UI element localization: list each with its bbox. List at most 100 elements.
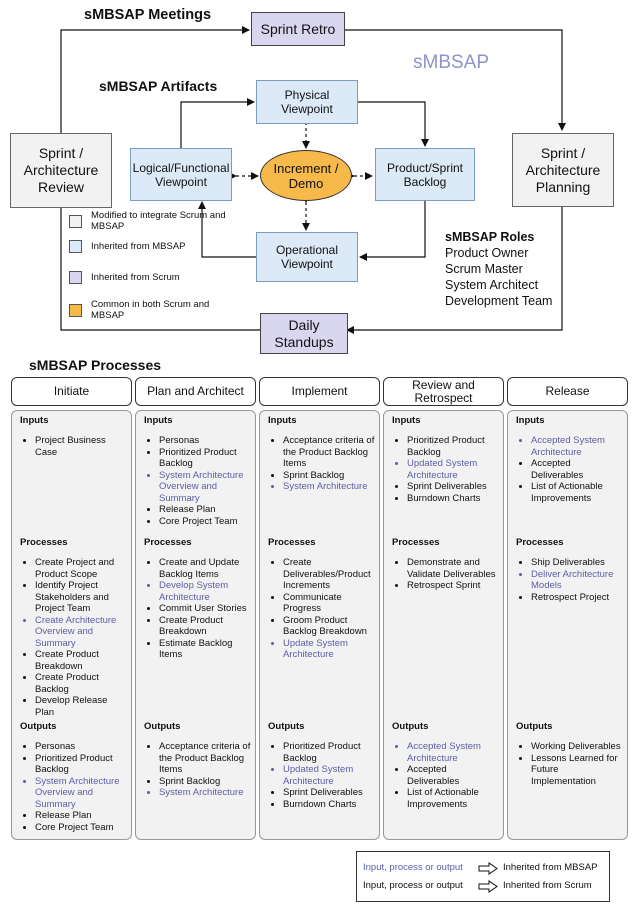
- list-item: Prioritized Product Backlog: [407, 435, 499, 458]
- key-label-scrum: Inherited from Scrum: [503, 880, 592, 891]
- list-item: System Architecture: [159, 787, 251, 799]
- item-list: Ship DeliverablesDeliver Architecture Mo…: [512, 557, 623, 603]
- section-title: Inputs: [268, 415, 297, 426]
- list-item: Prioritized Product Backlog: [283, 741, 375, 764]
- section-inputs: InputsPersonasPrioritized Product Backlo…: [136, 415, 255, 527]
- increment-demo-ellipse: Increment / Demo: [260, 150, 352, 201]
- role-item: Product Owner: [445, 246, 529, 260]
- list-item: Release Plan: [159, 504, 251, 516]
- list-item: Develop Release Plan: [35, 695, 127, 718]
- arrow-backlog-to-operational: [359, 200, 426, 261]
- key-box: Input, process or output Inherited from …: [356, 851, 610, 902]
- arrow-operational-to-logical: [198, 201, 256, 258]
- legend-label: Inherited from Scrum: [91, 272, 180, 283]
- list-item: Create Product Breakdown: [35, 649, 127, 672]
- list-item: Create Architecture Overview and Summary: [35, 615, 127, 650]
- section-title: Processes: [516, 537, 564, 548]
- key-arrows: [478, 862, 498, 893]
- legend-swatch: [69, 214, 82, 228]
- list-item: Retrospect Project: [531, 592, 623, 604]
- list-item: Burndown Charts: [283, 799, 375, 811]
- roles-block: sMBSAP Roles Product Owner Scrum Master …: [445, 229, 552, 309]
- legend-item: Inherited from Scrum: [69, 271, 229, 284]
- section-title: Outputs: [392, 721, 429, 732]
- legend-item: Modified to integrate Scrum and MBSAP: [69, 210, 229, 232]
- logical-viewpoint-box: Logical/Functional Viewpoint: [130, 148, 232, 201]
- key-text-scrum: Input, process or output: [363, 880, 463, 891]
- phase-header: Review and Retrospect: [383, 377, 504, 406]
- phase-header: Release: [507, 377, 628, 406]
- list-item: Personas: [159, 435, 251, 447]
- list-item: System Architecture: [283, 481, 375, 493]
- item-list: Prioritized Product BacklogUpdated Syste…: [388, 435, 499, 504]
- arrow-physical-to-backlog: [358, 101, 429, 147]
- item-list: Accepted System ArchitectureAccepted Del…: [512, 435, 623, 504]
- list-item: Core Project Team: [159, 516, 251, 528]
- item-list: Prioritized Product BacklogUpdated Syste…: [264, 741, 375, 810]
- phase-header: Plan and Architect: [135, 377, 256, 406]
- section-title: Inputs: [392, 415, 421, 426]
- section-outputs: OutputsPersonasPrioritized Product Backl…: [12, 721, 131, 833]
- legend-item: Common in both Scrum and MBSAP: [69, 299, 229, 321]
- section-title: Outputs: [268, 721, 305, 732]
- list-item: Communicate Progress: [283, 592, 375, 615]
- operational-viewpoint-box: Operational Viewpoint: [256, 232, 358, 282]
- list-item: Prioritized Product Backlog: [159, 447, 251, 470]
- list-item: Develop System Architecture: [159, 580, 251, 603]
- section-processes: ProcessesCreate and Update Backlog Items…: [136, 537, 255, 661]
- role-item: System Architect: [445, 278, 539, 292]
- diagram-connectors: [57, 26, 566, 334]
- section-outputs: OutputsWorking DeliverablesLessons Learn…: [508, 721, 627, 787]
- sprint-retro-box: Sprint Retro: [251, 12, 345, 46]
- sprint-planning-box: Sprint / Architecture Planning: [512, 133, 614, 207]
- section-inputs: InputsAcceptance criteria of the Product…: [260, 415, 379, 493]
- list-item: Update System Architecture: [283, 638, 375, 661]
- list-item: Groom Product Backlog Breakdown: [283, 615, 375, 638]
- item-list: PersonasPrioritized Product BacklogSyste…: [16, 741, 127, 833]
- legend-label: Inherited from MBSAP: [91, 241, 186, 252]
- list-item: Identify Project Stakeholders and Projec…: [35, 580, 127, 615]
- item-list: Demonstrate and Validate DeliverablesRet…: [388, 557, 499, 592]
- list-item: Acceptance criteria of the Product Backl…: [159, 741, 251, 776]
- section-title: Processes: [392, 537, 440, 548]
- list-item: Demonstrate and Validate Deliverables: [407, 557, 499, 580]
- section-title: Processes: [144, 537, 192, 548]
- legend-label: Common in both Scrum and MBSAP: [91, 299, 210, 321]
- section-title: Inputs: [20, 415, 49, 426]
- section-title: Outputs: [20, 721, 57, 732]
- list-item: Accepted Deliverables: [407, 764, 499, 787]
- daily-standups-box: Daily Standups: [260, 313, 348, 354]
- list-item: Personas: [35, 741, 127, 753]
- section-title: Processes: [268, 537, 316, 548]
- item-list: Acceptance criteria of the Product Backl…: [264, 435, 375, 493]
- arrow-retro-to-planning: [344, 29, 566, 131]
- legend-item: Inherited from MBSAP: [69, 240, 229, 253]
- list-item: Updated System Architecture: [283, 764, 375, 787]
- section-outputs: OutputsAcceptance criteria of the Produc…: [136, 721, 255, 799]
- list-item: Ship Deliverables: [531, 557, 623, 569]
- list-item: Accepted Deliverables: [531, 458, 623, 481]
- item-list: Working DeliverablesLessons Learned for …: [512, 741, 623, 787]
- section-processes: ProcessesShip DeliverablesDeliver Archit…: [508, 537, 627, 603]
- item-list: Acceptance criteria of the Product Backl…: [140, 741, 251, 799]
- list-item: Create and Update Backlog Items: [159, 557, 251, 580]
- list-item: Acceptance criteria of the Product Backl…: [283, 435, 375, 470]
- list-item: Sprint Deliverables: [407, 481, 499, 493]
- section-title: Outputs: [144, 721, 181, 732]
- list-item: Sprint Deliverables: [283, 787, 375, 799]
- list-item: Sprint Backlog: [159, 776, 251, 788]
- section-outputs: OutputsPrioritized Product BacklogUpdate…: [260, 721, 379, 810]
- key-text-mbsap: Input, process or output: [363, 862, 463, 873]
- legend-label: Modified to integrate Scrum and MBSAP: [91, 210, 226, 232]
- list-item: System Architecture Overview and Summary: [159, 470, 251, 505]
- list-item: List of Actionable Improvements: [531, 481, 623, 504]
- phase-column: InputsAccepted System ArchitectureAccept…: [507, 410, 628, 840]
- phase-header: Initiate: [11, 377, 132, 406]
- phase-column: InputsPersonasPrioritized Product Backlo…: [135, 410, 256, 840]
- list-item: Sprint Backlog: [283, 470, 375, 482]
- roles-title: sMBSAP Roles: [445, 230, 535, 244]
- list-item: Lessons Learned for Future Implementatio…: [531, 753, 623, 788]
- list-item: Release Plan: [35, 810, 127, 822]
- list-item: Commit User Stories: [159, 603, 251, 615]
- phase-column: InputsAcceptance criteria of the Product…: [259, 410, 380, 840]
